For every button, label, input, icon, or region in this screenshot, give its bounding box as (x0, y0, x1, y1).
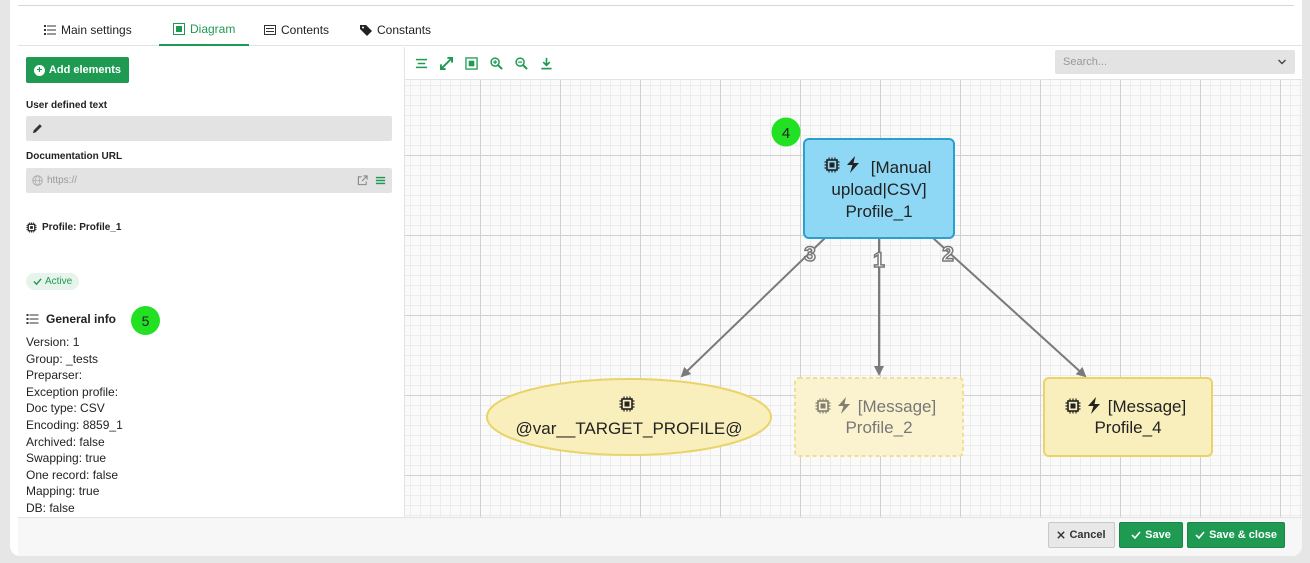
tab-label: Main settings (61, 23, 132, 37)
node-target-profile[interactable]: @var__TARGET_PROFILE@ (486, 378, 772, 456)
fit-icon (439, 56, 453, 70)
annotation-marker-5: 5 (131, 306, 160, 335)
zoom-in-icon (489, 56, 503, 70)
tab-bar: Main settings Diagram Contents Constants (18, 14, 1302, 46)
status-badge-label: Active (45, 276, 73, 287)
annotation-marker-4-label: 4 (782, 125, 790, 142)
edge-2[interactable] (932, 237, 1087, 378)
align-button[interactable] (411, 53, 431, 73)
info-version: Version: 1 (26, 335, 80, 349)
tab-label: Contents (281, 23, 330, 37)
chevron-down-icon (1278, 59, 1286, 65)
save-label: Save (1145, 529, 1171, 541)
save-button[interactable]: Save (1119, 522, 1183, 548)
doc-url-label: Documentation URL (26, 151, 123, 162)
node-profile-2-line-2: Profile_2 (845, 418, 912, 437)
tab-label: Diagram (190, 22, 236, 36)
save-close-label: Save & close (1209, 529, 1277, 541)
zoom-out-button[interactable] (511, 53, 531, 73)
info-mapping: Mapping: true (26, 484, 100, 499)
status-badge: Active (26, 273, 80, 290)
center-icon (464, 56, 478, 70)
center-button[interactable] (461, 53, 481, 73)
edge-3[interactable] (680, 237, 826, 378)
zoom-out-icon (514, 56, 528, 70)
chip-icon (26, 222, 37, 233)
tab-main-settings[interactable]: Main settings (44, 14, 132, 46)
list-icon (26, 314, 39, 324)
info-preparser: Preparser: (26, 368, 83, 383)
general-info-label: General info (46, 312, 117, 326)
node-profile-4-line-1: [Message] (1108, 397, 1186, 416)
edge-label-3: 3 (804, 243, 816, 266)
info-doc-type: Doc type: CSV (26, 401, 105, 416)
doc-url-placeholder: https:// (47, 175, 78, 186)
globe-icon (32, 175, 43, 186)
add-elements-button[interactable]: + Add elements (26, 57, 129, 83)
check-icon (1195, 531, 1205, 540)
user-text-label: User defined text (26, 100, 108, 111)
tab-contents[interactable]: Contents (264, 14, 329, 46)
node-profile-4-line-2: Profile_4 (1094, 418, 1161, 437)
tab-label: Constants (377, 23, 432, 37)
properties-panel: + Add elements User defined text Documen… (18, 47, 404, 517)
download-button[interactable] (536, 53, 556, 73)
dialog-footer: Cancel Save Save & close (18, 517, 1302, 556)
diagram-panel: Search... (404, 47, 1302, 517)
general-info-list: Version: 1 Group: _tests Preparser: Exce… (26, 334, 123, 517)
check-icon (1131, 531, 1141, 540)
tab-diagram[interactable]: Diagram (159, 14, 250, 46)
fit-button[interactable] (436, 53, 456, 73)
search-placeholder: Search... (1063, 56, 1108, 68)
tab-constants[interactable]: Constants (360, 14, 431, 46)
node-profile-4[interactable]: [Message] Profile_4 (1043, 377, 1213, 457)
zoom-in-button[interactable] (486, 53, 506, 73)
edge-label-2: 2 (942, 243, 954, 266)
info-exception-profile: Exception profile: (26, 384, 119, 399)
diagram-canvas[interactable]: 3 1 2 [Manual upload|CSV] Profile_1 4 (405, 80, 1302, 517)
info-encoding: Encoding: 8859_1 (26, 417, 123, 432)
doc-url-field[interactable]: https:// (26, 168, 392, 193)
search-dropdown[interactable]: Search... (1055, 50, 1295, 74)
info-group: Group: _tests (26, 351, 99, 366)
app-window: Main settings Diagram Contents Constants… (10, 0, 1302, 556)
node-profile-2[interactable]: [Message] Profile_2 (794, 377, 964, 457)
diagram-icon (173, 23, 185, 35)
profile-label: Profile: Profile_1 (42, 222, 122, 233)
save-close-button[interactable]: Save & close (1187, 522, 1285, 548)
close-icon (1057, 531, 1066, 539)
contents-icon (264, 25, 276, 35)
align-icon (415, 58, 427, 68)
list-icon (44, 25, 56, 35)
menu-icon[interactable] (375, 175, 386, 186)
general-info-title: General info (26, 312, 116, 326)
info-db: DB: false (26, 500, 75, 515)
info-one-record: One record: false (26, 467, 119, 482)
info-archived: Archived: false (26, 434, 105, 449)
node-target-label: @var__TARGET_PROFILE@ (516, 419, 743, 438)
cancel-button[interactable]: Cancel (1048, 522, 1115, 548)
tag-icon (360, 25, 372, 36)
pencil-icon (32, 124, 42, 134)
edge-label-1: 1 (873, 249, 885, 272)
annotation-marker-4 (771, 117, 801, 147)
top-divider (18, 5, 1294, 6)
node-profile-2-line-1: [Message] (858, 397, 936, 416)
node-root-line-2: upload|CSV] (831, 180, 926, 199)
node-root-line-3: Profile_1 (845, 202, 912, 221)
node-root-line-1: [Manual (871, 158, 931, 177)
diagram-graph: 3 1 2 [Manual upload|CSV] Profile_1 4 (486, 117, 1213, 457)
external-link-icon[interactable] (357, 175, 368, 186)
check-icon (33, 278, 42, 286)
diagram-toolbar: Search... (405, 47, 1302, 80)
node-profile-1[interactable]: [Manual upload|CSV] Profile_1 (803, 138, 955, 239)
user-text-field[interactable] (26, 116, 392, 141)
info-swapping: Swapping: true (26, 451, 107, 466)
plus-icon: + (33, 64, 45, 76)
cancel-label: Cancel (1069, 529, 1106, 541)
profile-title: Profile: Profile_1 (26, 222, 121, 233)
add-elements-label: Add elements (48, 64, 122, 76)
download-icon (540, 57, 552, 69)
